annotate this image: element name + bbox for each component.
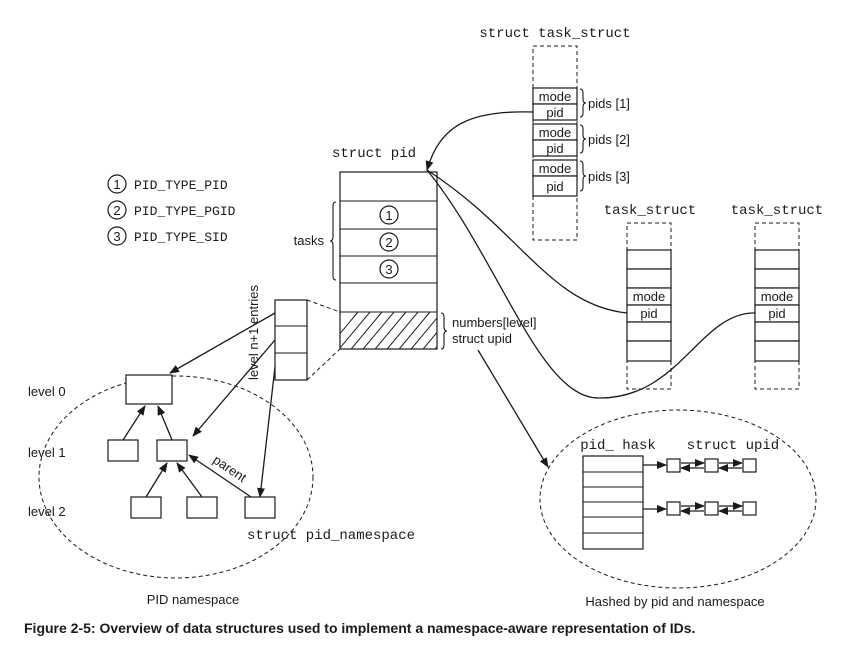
parent-label: parent: [210, 452, 249, 485]
task-slot-1: [379, 205, 399, 225]
level1-pointer: [192, 339, 276, 437]
pid-links: [425, 111, 756, 399]
ns-node-level2-b: [186, 496, 218, 519]
ns-node-level2-c: [244, 496, 276, 519]
legend-num-3: 3: [113, 229, 120, 244]
task-slot-3-num: 3: [385, 262, 392, 277]
task-struct-a-mode: mode: [633, 289, 666, 304]
legend-label-2: PID_TYPE_PGID: [134, 204, 236, 219]
ns-node-level2-a: [130, 496, 162, 519]
parent-arrow: [188, 454, 252, 498]
legend-circle-3: [107, 226, 127, 246]
level-array-box: [274, 299, 308, 381]
upid-node-1a: [666, 458, 681, 473]
level0-pointer: [169, 312, 276, 374]
struct-pid: struct pid 1 2: [294, 146, 537, 350]
mode-text-3: mode: [539, 161, 572, 176]
pid-field-3: [532, 175, 578, 197]
pid-namespace-caption: PID namespace: [147, 592, 240, 607]
hash-upid-label: struct upid: [687, 438, 779, 454]
upid-node-2b: [704, 501, 719, 516]
ns-node-level0: [125, 374, 173, 405]
pid-link-b: [426, 169, 756, 399]
pid-namespace-struct-label: struct pid_namespace: [247, 528, 415, 544]
mode-text-2: mode: [539, 125, 572, 140]
task-struct-b-title: task_struct: [731, 203, 823, 219]
upid-node-1b: [704, 458, 719, 473]
numbers-brace: [440, 312, 448, 350]
ns-node-level1-b: [156, 439, 188, 462]
pid-hash-label: pid_ hask: [580, 438, 656, 454]
pid-hash-ellipse: [539, 409, 817, 589]
pid-text-1: pid: [546, 105, 563, 120]
task-slot-1-num: 1: [385, 208, 392, 223]
numbers-hatch: [340, 312, 437, 349]
ns-node-level1-a: [107, 439, 139, 462]
level-entries-label: level n+1 entries: [246, 284, 261, 380]
pid-link-a: [426, 169, 628, 314]
pid-hash-caption: Hashed by pid and namespace: [585, 594, 764, 609]
task-slot-3: [379, 259, 399, 279]
task-struct-b-mode: mode: [761, 289, 794, 304]
pid-namespace-ellipse: [38, 375, 314, 579]
tasks-label: tasks: [294, 233, 325, 248]
legend-label-3: PID_TYPE_SID: [134, 230, 228, 245]
pid-text-3: pid: [546, 179, 563, 194]
pid-type-legend: 1 2 3 PID_TYPE_PID PID_TYPE_PGID PID_TYP…: [107, 174, 236, 246]
pids-label-1: pids [1]: [588, 96, 630, 111]
task-struct-a-pid: pid: [640, 306, 657, 321]
brace-pids-2: [579, 124, 587, 154]
level-array: level n+1 entries: [169, 284, 341, 498]
level-2-label: level 2: [28, 504, 66, 519]
upid-node-2a: [666, 501, 681, 516]
struct-pid-title: struct pid: [332, 146, 416, 162]
figure-caption: Figure 2-5: Overview of data structures …: [24, 620, 695, 636]
upid-label: struct upid: [452, 331, 512, 346]
task-struct-a: task_struct mode pid: [604, 203, 696, 390]
legend-circle-2: [107, 200, 127, 220]
level2-pointer: [257, 366, 276, 498]
pids-label-2: pids [2]: [588, 132, 630, 147]
legend-label-1: PID_TYPE_PID: [134, 178, 228, 193]
pid-hash: pid_ hask struct upid Hashed by pid and …: [477, 349, 817, 609]
tasks-brace: [329, 201, 337, 281]
upid-node-2c: [742, 501, 757, 516]
task-struct-b: task_struct mode pid: [731, 203, 823, 390]
task-slot-2: [379, 232, 399, 252]
pid-field-2: [532, 139, 578, 157]
brace-pids-1: [579, 88, 587, 118]
legend-circle-1: [107, 174, 127, 194]
level-0-label: level 0: [28, 384, 66, 399]
task-struct-b-pid: pid: [768, 306, 785, 321]
task-slot-2-num: 2: [385, 235, 392, 250]
legend-num-1: 1: [113, 177, 120, 192]
numbers-label: numbers[level]: [452, 315, 537, 330]
pid-link-arrow: [425, 111, 534, 171]
pid-text-2: pid: [546, 141, 563, 156]
upid-node-1c: [742, 458, 757, 473]
task-struct-main-title: struct task_struct: [479, 26, 630, 42]
task-struct-a-title: task_struct: [604, 203, 696, 219]
pids-label-3: pids [3]: [588, 169, 630, 184]
legend-num-2: 2: [113, 203, 120, 218]
brace-pids-3: [579, 160, 587, 192]
task-struct-main: struct task_struct mode pid mode pid mod…: [479, 26, 631, 241]
pid-namespace: level 0 level 1 level 2 parent struct pi…: [28, 374, 415, 607]
level-1-label: level 1: [28, 445, 66, 460]
upid-to-hash-arrow: [477, 349, 549, 468]
mode-text-1: mode: [539, 89, 572, 104]
